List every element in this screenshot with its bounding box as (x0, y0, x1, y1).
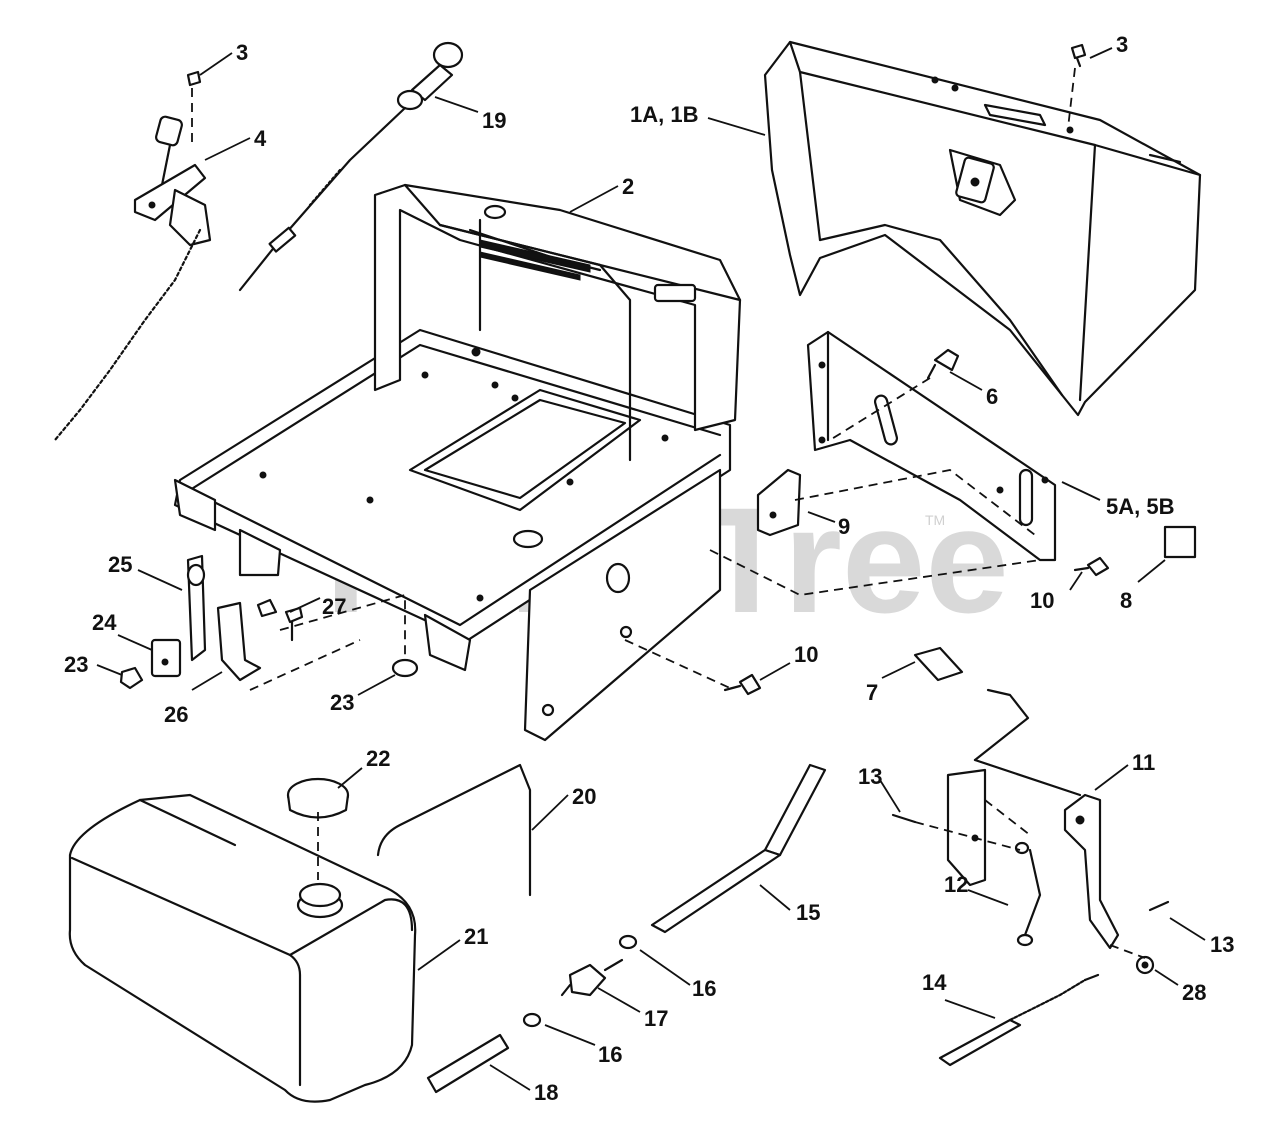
clamp-16b-part[interactable] (522, 1012, 542, 1028)
callout-26: 26 (164, 702, 188, 727)
bolt-10a-part[interactable] (1073, 556, 1110, 577)
vent-line-part[interactable] (376, 763, 532, 897)
callout-8: 8 (1120, 588, 1132, 613)
callout-13: 13 (1210, 932, 1234, 957)
assembly-line (1109, 944, 1146, 959)
assembly-line (914, 821, 1021, 851)
clamp-16a-part[interactable] (618, 934, 638, 950)
callout-20: 20 (572, 784, 596, 809)
brake-rod-11-part[interactable] (946, 688, 1120, 950)
throttle-control-part[interactable] (53, 115, 212, 442)
cotter-pin-13a-part[interactable] (891, 813, 917, 824)
callout-17: 17 (644, 1006, 668, 1031)
callout-21: 21 (464, 924, 488, 949)
callout-2: 2 (622, 174, 634, 199)
nut-23a-part[interactable] (119, 666, 144, 690)
bracket-26-part[interactable] (216, 601, 262, 682)
fuel-filter-part[interactable] (560, 958, 624, 997)
strap-25-part[interactable] (186, 554, 207, 662)
callout-3: 3 (1116, 32, 1128, 57)
callout-9: 9 (838, 514, 850, 539)
pedal-handle-part[interactable] (913, 646, 964, 682)
callout-10: 10 (1030, 588, 1054, 613)
callout-11: 11 (1132, 750, 1155, 775)
decal-part[interactable] (1163, 525, 1197, 559)
callout-19: 19 (482, 108, 506, 133)
assembly-line (279, 593, 406, 655)
callout-7: 7 (866, 680, 878, 705)
watermark-trademark: TM (925, 512, 945, 528)
callout-4: 4 (254, 126, 267, 151)
bolt-10b-part[interactable] (723, 673, 762, 696)
callout-12: 12 (944, 872, 968, 897)
fuel-line-15-part[interactable] (650, 763, 827, 934)
callout-10: 10 (794, 642, 818, 667)
choke-cable-part[interactable] (238, 41, 464, 292)
assembly-line (709, 549, 1041, 596)
pedal-rod-12-part[interactable] (1014, 841, 1042, 947)
spring-14-part[interactable] (938, 973, 1100, 1067)
callout-23: 23 (64, 652, 88, 677)
callout-27: 27 (322, 594, 346, 619)
callout-15: 15 (796, 900, 820, 925)
callout-5a-5b: 5A, 5B (1106, 494, 1174, 519)
screw-3a-part[interactable] (186, 70, 202, 87)
fuel-cap-part[interactable] (286, 777, 350, 819)
assembly-line (829, 377, 931, 441)
callout-6: 6 (986, 384, 998, 409)
callout-1a-1b: 1A, 1B (630, 102, 698, 127)
plate-9-part[interactable] (756, 468, 802, 537)
callout-3: 3 (236, 40, 248, 65)
callout-14: 14 (922, 970, 947, 995)
nut-23b-part[interactable] (391, 658, 419, 678)
fuel-tank-part[interactable] (68, 793, 417, 1103)
nut-24-part[interactable] (150, 638, 182, 678)
assembly-line (249, 639, 361, 691)
assembly-line (984, 799, 1031, 836)
callout-24: 24 (92, 610, 117, 635)
callout-13: 13 (858, 764, 882, 789)
bolt-6-part[interactable] (926, 348, 960, 380)
screw-3b-part[interactable] (1070, 43, 1087, 68)
callout-22: 22 (366, 746, 390, 771)
leader-lines (96, 47, 1206, 1091)
cotter-pin-13b-part[interactable] (1148, 900, 1170, 912)
washer-28-part[interactable] (1135, 955, 1155, 975)
callout-16: 16 (692, 976, 716, 1001)
assembly-line (624, 639, 731, 689)
assembly-line (794, 469, 1036, 536)
fuel-line-18-part[interactable] (426, 1033, 510, 1094)
assembly-line (1067, 67, 1076, 129)
mounting-bracket-part[interactable] (173, 183, 742, 742)
screw-27-part[interactable] (256, 598, 304, 642)
callout-16: 16 (598, 1042, 622, 1067)
callout-25: 25 (108, 552, 132, 577)
hood-shroud-part[interactable] (763, 40, 1202, 417)
callout-28: 28 (1182, 980, 1206, 1005)
callout-23: 23 (330, 690, 354, 715)
callout-18: 18 (534, 1080, 558, 1105)
